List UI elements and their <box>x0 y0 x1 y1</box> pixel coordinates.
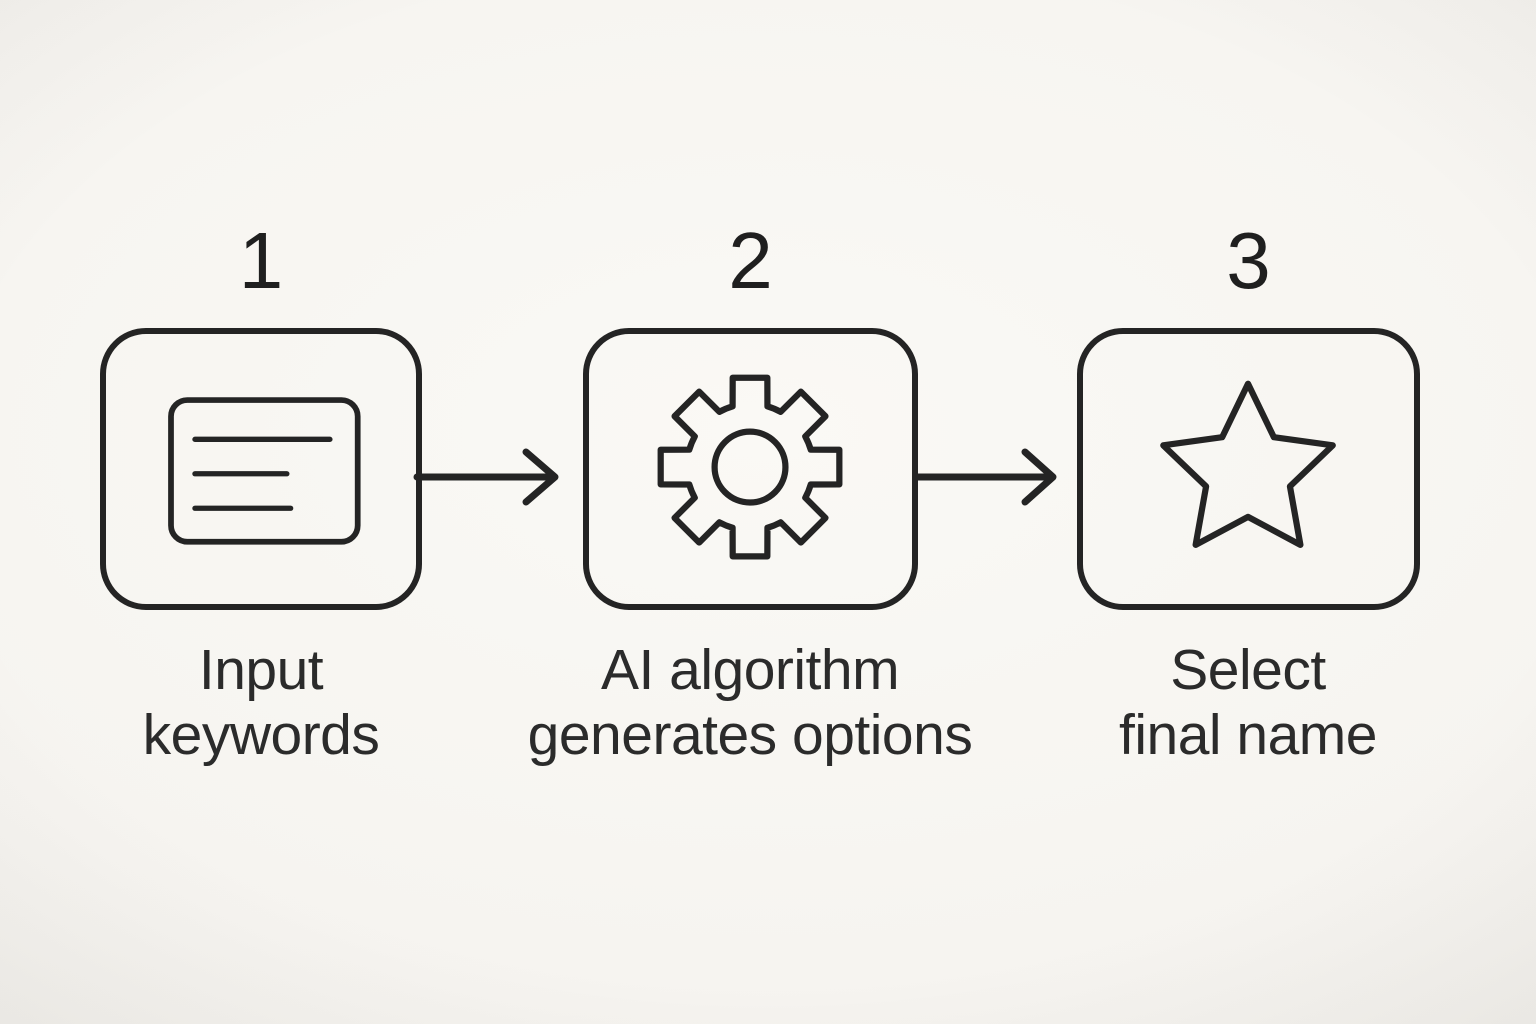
step-3-number: 3 <box>1226 216 1271 305</box>
arrow-right-icon <box>413 448 559 506</box>
step-2-label-line2: generates options <box>527 702 973 767</box>
step-1-box <box>100 328 422 610</box>
step-3-label: Select final name <box>988 638 1508 768</box>
gear-icon <box>657 374 843 560</box>
step-2-number: 2 <box>728 216 773 305</box>
step-1-label: Input keywords <box>1 638 521 768</box>
star-icon <box>1160 380 1336 548</box>
step-1-label-line1: Input <box>198 638 324 702</box>
step-1-label-line2: keywords <box>142 702 380 767</box>
step-2-label-line1: AI algorithm <box>600 638 900 702</box>
step-3-label-line2: final name <box>1119 702 1378 767</box>
arrow-right-icon <box>914 448 1057 506</box>
step-2-label: AI algorithm generates options <box>490 638 1010 768</box>
document-icon <box>168 397 361 545</box>
step-3-label-line1: Select <box>1170 638 1326 702</box>
step-3-box <box>1077 328 1420 610</box>
step-1-number: 1 <box>238 216 284 305</box>
step-2-box <box>583 328 918 610</box>
